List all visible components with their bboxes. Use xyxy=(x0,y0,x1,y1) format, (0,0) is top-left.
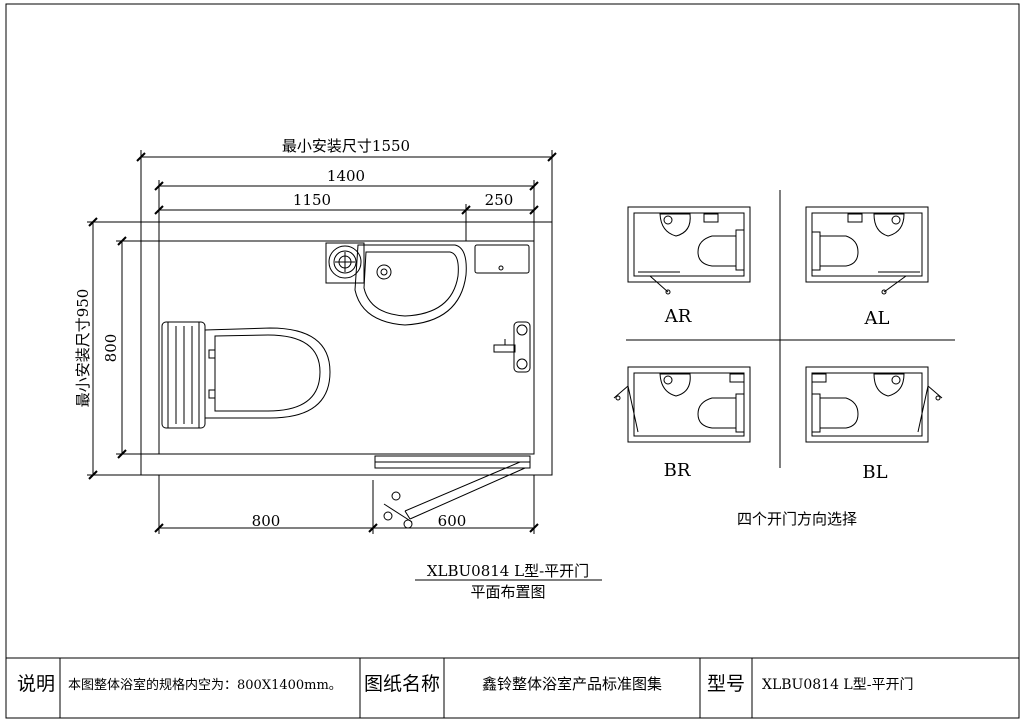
dim-height xyxy=(116,236,159,459)
dim-min-install-width xyxy=(136,150,557,222)
note-text: 本图整体浴室的规格内空为：800X1400mm。 xyxy=(68,677,342,693)
model-value: XLBU0814 L型-平开门 xyxy=(762,677,913,693)
height-label: 800 xyxy=(102,334,120,363)
dim-min-install-height xyxy=(87,217,141,480)
inner-wall xyxy=(158,240,535,455)
note-label: 说明 xyxy=(17,673,55,695)
exhaust-fan xyxy=(325,242,365,284)
option-ar-label: AR xyxy=(664,306,692,327)
title-block-grid xyxy=(59,658,753,718)
option-ar-plan xyxy=(627,206,751,295)
option-al-label: AL xyxy=(864,308,890,329)
width-right-label: 250 xyxy=(485,191,514,209)
vanity-shelf xyxy=(474,244,530,274)
model-title: XLBU0814 L型-平开门 xyxy=(427,562,589,580)
sheet-border xyxy=(5,3,1020,719)
option-bl-plan xyxy=(805,366,943,443)
drawing-name-label: 图纸名称 xyxy=(364,673,440,695)
shower-faucet xyxy=(493,321,531,373)
model-label: 型号 xyxy=(707,673,745,695)
options-caption: 四个开门方向选择 xyxy=(737,510,857,528)
dim-bottom-split xyxy=(154,475,539,534)
drawing-name-value: 鑫铃整体浴室产品标准图集 xyxy=(482,675,662,693)
option-al-plan xyxy=(805,206,929,295)
washbasin xyxy=(354,244,467,326)
shelf-knob xyxy=(498,265,504,271)
bottom-left-label: 800 xyxy=(252,512,281,530)
min-install-height-label: 最小安装尺寸950 xyxy=(74,289,92,408)
option-br-label: BR xyxy=(664,460,691,481)
option-br-plan xyxy=(613,366,751,443)
total-width-label: 1400 xyxy=(327,167,365,185)
min-install-width-label: 最小安装尺寸1550 xyxy=(282,137,410,155)
bottom-right-label: 600 xyxy=(438,512,467,530)
option-bl-label: BL xyxy=(862,462,887,483)
dim-width-split xyxy=(154,204,539,241)
toilet xyxy=(161,321,331,429)
plan-subtitle: 平面布置图 xyxy=(470,583,545,601)
swing-door xyxy=(374,455,531,529)
width-left-label: 1150 xyxy=(293,191,331,209)
main-plan xyxy=(87,150,557,534)
outer-wall xyxy=(140,221,553,476)
